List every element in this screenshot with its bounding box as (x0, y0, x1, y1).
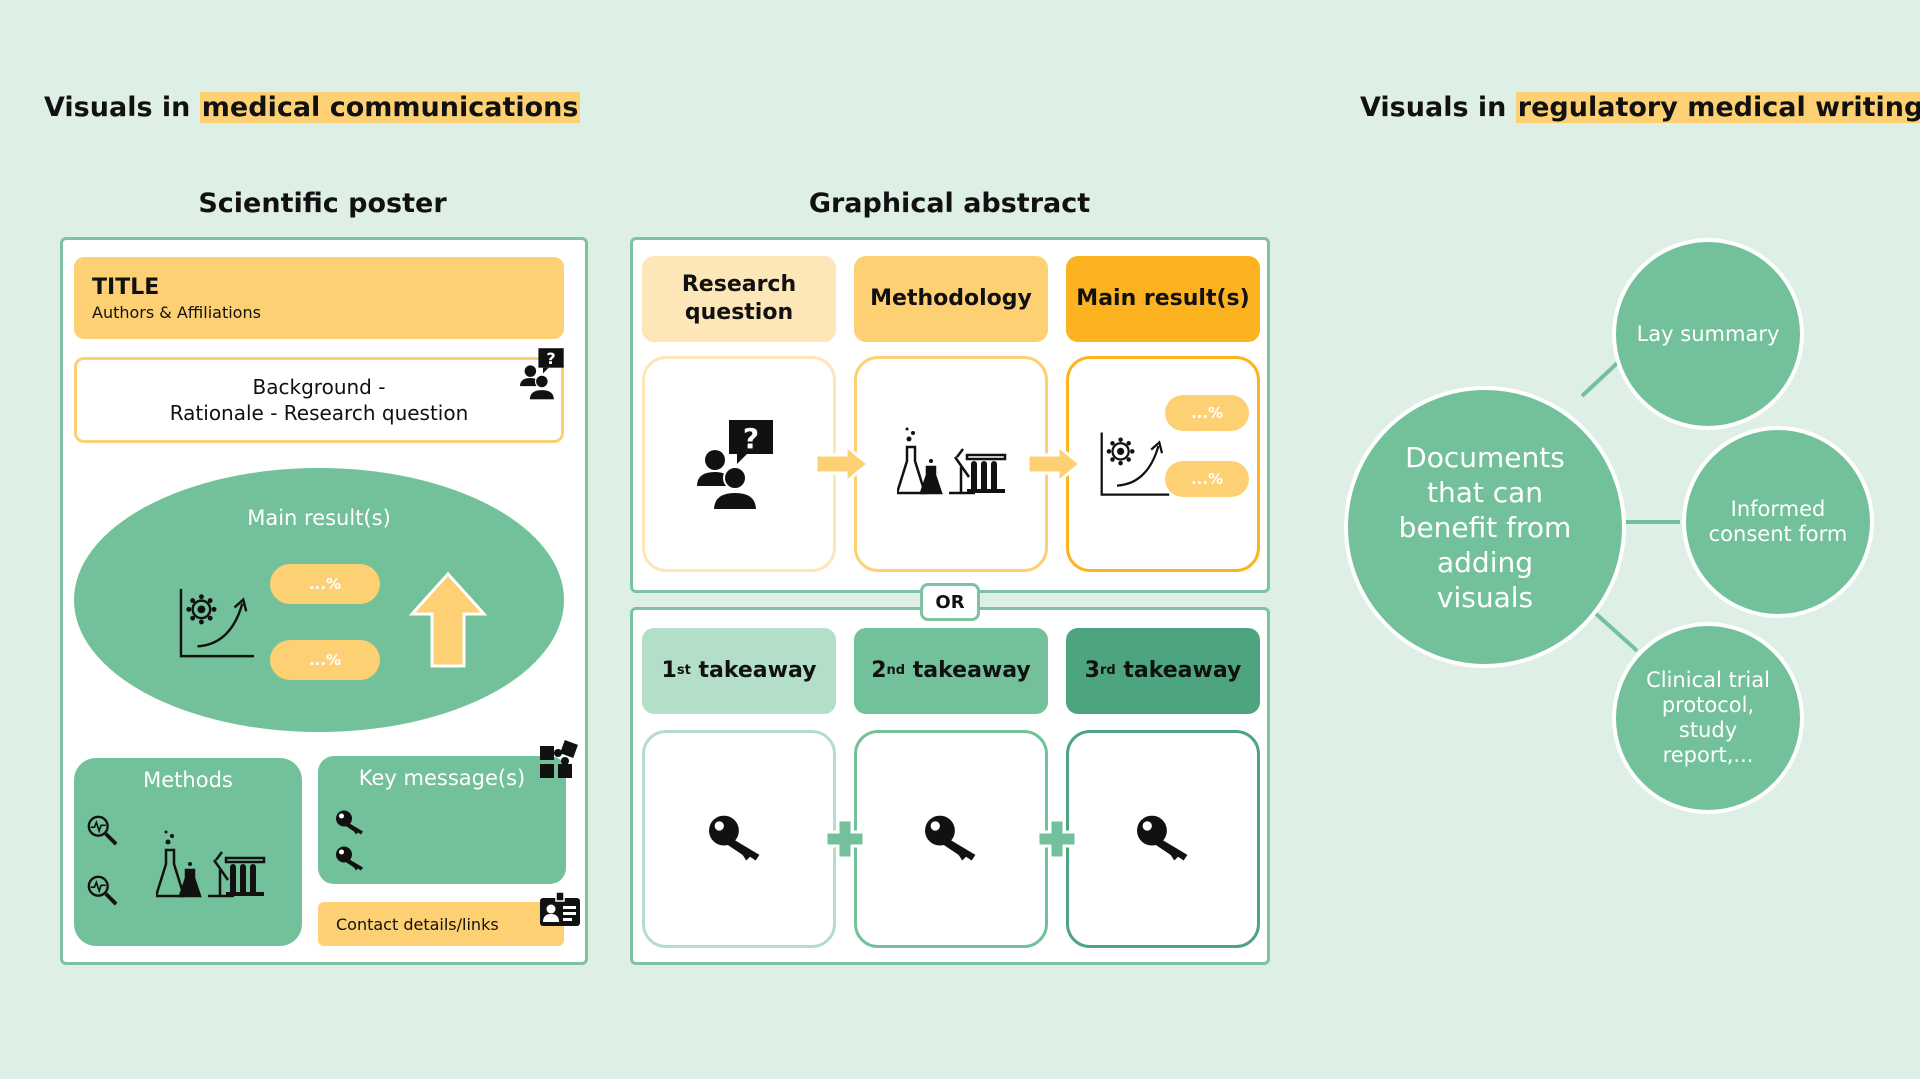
magnifier-pulse-icon (86, 874, 118, 906)
poster-background-box: Background - Rationale - Research questi… (74, 357, 564, 443)
abstract-title: Graphical abstract (808, 188, 1091, 219)
poster-key-messages-label: Key message(s) (358, 766, 526, 790)
step-card-research-question (642, 356, 836, 572)
poster-contact-box: Contact details/links (318, 902, 564, 946)
puzzle-icon (540, 738, 580, 778)
step-card-methodology (854, 356, 1048, 572)
people-question-icon (520, 344, 566, 404)
center-line-4: adding (1436, 545, 1533, 579)
informed-consent-circle: Informed consent form (1682, 426, 1874, 618)
step-3-line1: Main result(s) (1076, 286, 1250, 311)
growth-chart-icon (1099, 429, 1171, 499)
contact-card-icon (540, 892, 580, 926)
step-header-methodology: Methodology (854, 256, 1048, 342)
growth-chart-icon (178, 586, 256, 660)
people-question-icon (697, 419, 777, 511)
key-icon (336, 846, 366, 872)
takeaway-2-num: 2 (871, 658, 887, 683)
documents-center-circle: Documents that can benefit from adding v… (1344, 386, 1626, 668)
takeaway-3-num: 3 (1084, 658, 1100, 683)
clinical-trial-line4: report,... (1662, 743, 1754, 767)
poster-main-results-ellipse: Main result(s) ...% ...% (74, 468, 564, 732)
lab-flasks-icon (156, 830, 266, 900)
lay-summary-circle: Lay summary (1612, 238, 1804, 430)
key-icon (709, 815, 765, 863)
clinical-trial-line2: protocol, (1661, 693, 1755, 717)
takeaway-3-sup: rd (1099, 663, 1116, 678)
center-line-5: visuals (1436, 580, 1534, 614)
step-card-main-results: ...% ...% (1066, 356, 1260, 572)
magnifier-pulse-icon (86, 814, 118, 846)
poster-title-banner: TITLE Authors & Affiliations (74, 257, 564, 339)
takeaway-1-num: 1 (661, 658, 677, 683)
clinical-trial-circle: Clinical trial protocol, study report,..… (1612, 622, 1804, 814)
center-line-3: benefit from (1398, 510, 1572, 544)
takeaway-card-1 (642, 730, 836, 948)
center-line-2: that can (1426, 475, 1544, 509)
step-header-research-question: Research question (642, 256, 836, 342)
takeaway-2-sup: nd (886, 663, 906, 678)
right-heading: Visuals in regulatory medical writing (1360, 92, 1920, 123)
takeaway-3-text: takeaway (1115, 658, 1242, 683)
takeaway-1-text: takeaway (690, 658, 817, 683)
plus-icon (824, 818, 866, 860)
clinical-trial-line3: study (1678, 718, 1738, 742)
poster-main-results-label: Main result(s) (247, 506, 391, 530)
right-heading-prefix: Visuals in (1360, 92, 1516, 123)
poster-pill-2: ...% (270, 640, 380, 680)
takeaway-card-3 (1066, 730, 1260, 948)
arrow-right-icon (814, 444, 870, 484)
arrow-up-icon (408, 571, 488, 668)
poster-banner-subtitle: Authors & Affiliations (92, 303, 261, 322)
clinical-trial-line1: Clinical trial (1646, 668, 1770, 692)
step-2-line1: Methodology (870, 286, 1032, 311)
left-heading-highlight: medical communications (199, 92, 581, 123)
lab-flasks-icon (897, 427, 1007, 497)
plus-icon (1036, 818, 1078, 860)
poster-title: Scientific poster (198, 188, 447, 219)
informed-consent-line2: consent form (1708, 522, 1848, 546)
step-1-line2: question (684, 300, 794, 325)
poster-banner-title: TITLE (92, 275, 160, 300)
abstract-pill-2: ...% (1165, 461, 1249, 497)
left-heading: Visuals in medical communications (44, 92, 581, 123)
poster-key-messages-box: Key message(s) (318, 756, 566, 884)
poster-background-line1: Background - (252, 375, 386, 399)
or-badge: OR (920, 583, 980, 621)
poster-background-line2: Rationale - Research question (169, 401, 469, 425)
takeaway-card-2 (854, 730, 1048, 948)
key-icon (1137, 815, 1193, 863)
key-icon (925, 815, 981, 863)
informed-consent-line1: Informed (1730, 497, 1826, 521)
arrow-right-icon (1026, 444, 1082, 484)
poster-contact-label: Contact details/links (336, 914, 499, 934)
poster-methods-box: Methods (74, 758, 302, 946)
right-heading-highlight: regulatory medical writing (1515, 92, 1920, 123)
lay-summary-label: Lay summary (1636, 321, 1780, 346)
poster-methods-label: Methods (143, 768, 233, 792)
connector-informed-consent (1620, 520, 1680, 524)
poster-pill-1: ...% (270, 564, 380, 604)
key-icon (336, 810, 366, 836)
takeaway-2-text: takeaway (905, 658, 1031, 683)
center-line-1: Documents (1405, 440, 1565, 474)
connector-clinical-trial (1592, 610, 1639, 653)
abstract-pill-1: ...% (1165, 395, 1249, 431)
takeaway-1-sup: st (676, 663, 691, 678)
step-header-main-results: Main result(s) (1066, 256, 1260, 342)
step-1-line1: Research (681, 272, 797, 297)
left-heading-prefix: Visuals in (44, 92, 200, 123)
